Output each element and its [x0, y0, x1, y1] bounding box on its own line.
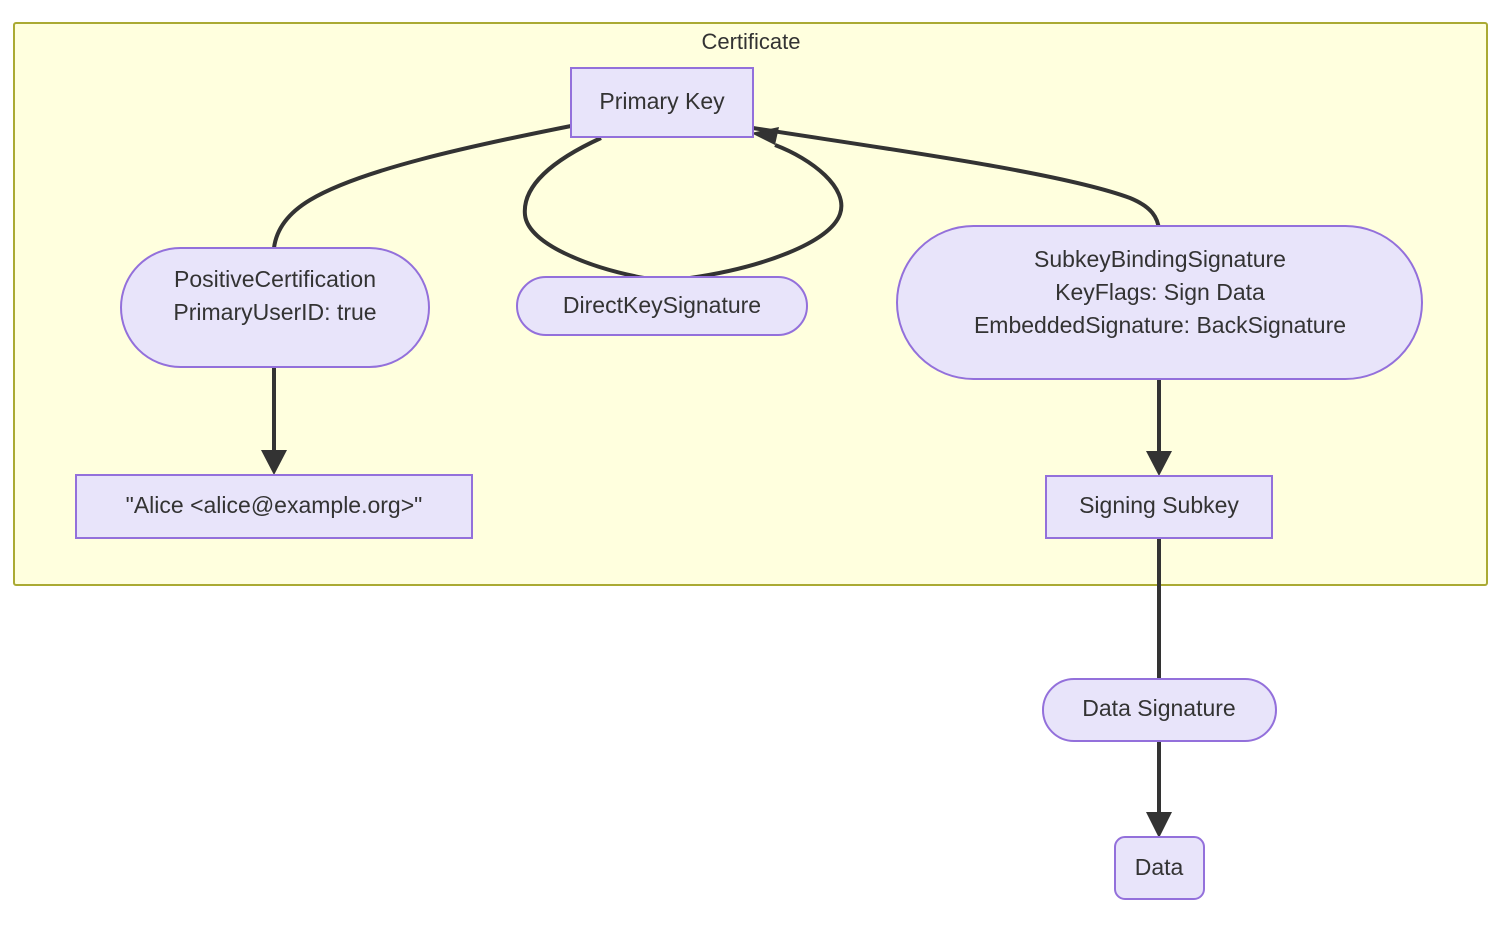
arrowhead-subkey-binding-signature-to-signing-subkey: [1146, 451, 1172, 476]
edge-layer: [261, 124, 1172, 838]
node-signing-subkey[interactable]: Signing Subkey: [1045, 475, 1273, 539]
node-subkey-binding-signature-label-line2: KeyFlags: Sign Data: [1055, 279, 1265, 305]
node-data[interactable]: Data: [1114, 836, 1205, 900]
edge-primary-key-to-subkey-binding-signature: [752, 126, 1161, 231]
node-data-signature-label: Data Signature: [1082, 695, 1235, 721]
node-primary-key-label: Primary Key: [599, 88, 725, 114]
node-signing-subkey-shape[interactable]: [1045, 475, 1273, 539]
node-direct-key-signature-label: DirectKeySignature: [563, 292, 761, 318]
node-data-shape[interactable]: [1114, 836, 1205, 900]
arrowhead-data-signature-to-data: [1146, 812, 1172, 838]
node-subkey-binding-signature-label-line3: EmbeddedSignature: BackSignature: [974, 312, 1346, 338]
node-data-signature[interactable]: Data Signature: [1042, 678, 1277, 742]
node-positive-certification-shape[interactable]: [120, 247, 430, 368]
node-positive-certification[interactable]: PositiveCertification PrimaryUserID: tru…: [120, 247, 430, 368]
node-primary-key-shape[interactable]: [570, 67, 754, 138]
node-subkey-binding-signature-shape[interactable]: [896, 225, 1423, 380]
subgraph-certificate-title: Certificate: [701, 29, 800, 54]
node-positive-certification-label-line2: PrimaryUserID: true: [173, 299, 376, 325]
arrowhead-positive-certification-to-user-id: [261, 450, 287, 475]
node-signing-subkey-label: Signing Subkey: [1079, 492, 1239, 518]
node-user-id-label: "Alice <alice@example.org>": [126, 492, 423, 518]
node-direct-key-signature[interactable]: DirectKeySignature: [516, 276, 808, 336]
node-positive-certification-label-line1: PositiveCertification: [174, 266, 376, 292]
node-direct-key-signature-shape[interactable]: [516, 276, 808, 336]
node-user-id-shape[interactable]: [75, 474, 473, 539]
node-subkey-binding-signature[interactable]: SubkeyBindingSignature KeyFlags: Sign Da…: [896, 225, 1423, 380]
node-user-id[interactable]: "Alice <alice@example.org>": [75, 474, 473, 539]
edge-primary-key-to-positive-certification: [272, 124, 572, 249]
node-subkey-binding-signature-label-line1: SubkeyBindingSignature: [1034, 246, 1286, 272]
node-data-signature-shape[interactable]: [1042, 678, 1277, 742]
edge-primary-key-to-direct-key-signature: [522, 136, 645, 280]
node-data-label: Data: [1135, 854, 1184, 880]
edge-direct-key-signature-to-primary-key: [689, 143, 844, 280]
node-primary-key[interactable]: Primary Key: [570, 67, 754, 138]
